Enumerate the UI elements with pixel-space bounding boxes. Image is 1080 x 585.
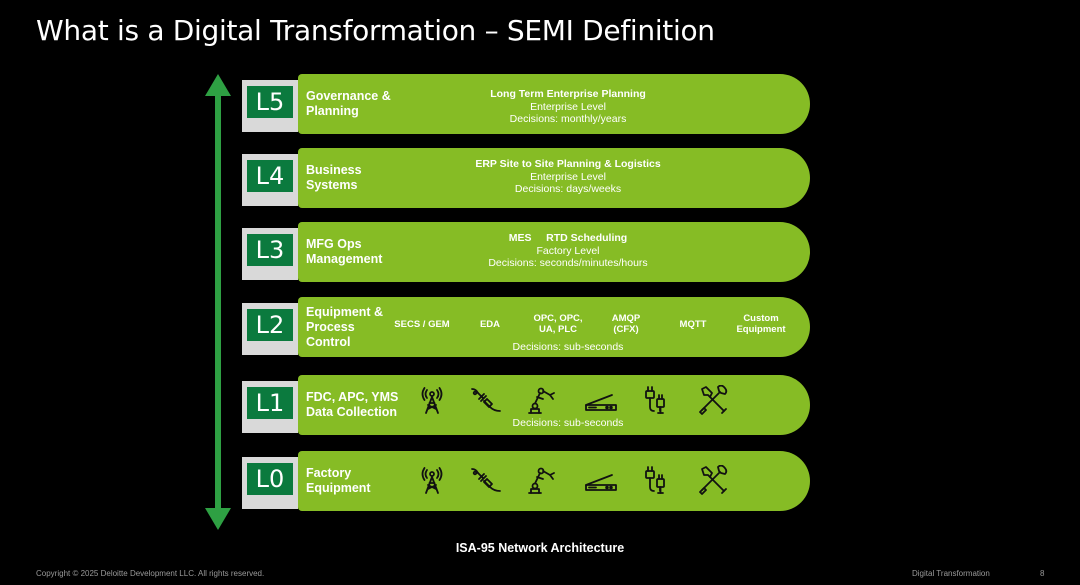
level-decisions: Decisions: seconds/minutes/hours bbox=[488, 257, 648, 269]
level-headline: ERP Site to Site Planning & Logistics bbox=[475, 158, 661, 170]
level-description: ERP Site to Site Planning & Logistics En… bbox=[398, 158, 738, 196]
level-name: FDC, APC, YMS Data Collection bbox=[306, 390, 399, 419]
level-pill-l0: Factory Equipment bbox=[298, 451, 810, 511]
level-description: Long Term Enterprise Planning Enterprise… bbox=[398, 88, 738, 126]
level-name: Business Systems bbox=[306, 163, 362, 192]
level-pill-l2: Equipment & Process Control SECS / GEM E… bbox=[298, 297, 810, 357]
robot-arm-icon bbox=[528, 467, 555, 494]
page-number: 8 bbox=[1040, 569, 1045, 578]
vertical-double-arrow bbox=[205, 74, 231, 530]
level-row-l5: L5 Governance & Planning Long Term Enter… bbox=[242, 74, 812, 136]
level-headline-mes: MES bbox=[508, 232, 532, 244]
level-row-l3: L3 MFG Ops Management MES RTD Scheduling… bbox=[242, 222, 812, 284]
protocol-list: SECS / GEM EDA OPC, OPC, UA, PLC AMQP (C… bbox=[392, 311, 792, 339]
level-badge-box: L2 bbox=[242, 303, 298, 355]
level-badge-box: L5 bbox=[242, 80, 298, 132]
level-name: Factory Equipment bbox=[306, 466, 371, 495]
tools-icon bbox=[699, 385, 728, 415]
level-decisions: Decisions: days/weeks bbox=[514, 183, 622, 195]
robot-arm-icon bbox=[528, 387, 555, 414]
level-decisions: Decisions: sub-seconds bbox=[512, 417, 624, 429]
level-row-l1: L1 FDC, APC, YMS Data Collection Decisio… bbox=[242, 375, 812, 437]
equipment-icon-row bbox=[420, 465, 740, 495]
page-title: What is a Digital Transformation – SEMI … bbox=[36, 14, 715, 47]
level-description: MES RTD Scheduling Factory Level Decisio… bbox=[398, 232, 738, 270]
level-pill-l3: MFG Ops Management MES RTD Scheduling Fa… bbox=[298, 222, 810, 282]
protocol-opc: OPC, OPC, UA, PLC bbox=[533, 313, 583, 335]
footer-copyright: Copyright © 2025 Deloitte Development LL… bbox=[36, 569, 265, 578]
footer-section: Digital Transformation bbox=[912, 569, 990, 578]
antenna-tower-icon bbox=[421, 387, 443, 414]
level-row-l0: L0 Factory Equipment bbox=[242, 451, 812, 513]
level-name: MFG Ops Management bbox=[306, 237, 383, 266]
protocol-secs-gem: SECS / GEM bbox=[394, 319, 450, 330]
protocol-custom-equipment: Custom Equipment bbox=[736, 313, 786, 335]
level-badge-l2: L2 bbox=[247, 309, 293, 341]
level-row-l2: L2 Equipment & Process Control SECS / GE… bbox=[242, 297, 812, 359]
level-decisions: Decisions: monthly/years bbox=[509, 113, 627, 125]
protocol-mqtt: MQTT bbox=[679, 319, 707, 330]
level-row-l4: L4 Business Systems ERP Site to Site Pla… bbox=[242, 148, 812, 210]
plug-connector-icon bbox=[471, 468, 501, 492]
diagram-caption: ISA-95 Network Architecture bbox=[455, 541, 625, 555]
antenna-tower-icon bbox=[421, 467, 443, 494]
level-pill-l4: Business Systems ERP Site to Site Planni… bbox=[298, 148, 810, 208]
protocol-amqp: AMQP (CFX) bbox=[611, 313, 641, 335]
level-badge-l5: L5 bbox=[247, 86, 293, 118]
tools-icon bbox=[699, 465, 728, 495]
cable-connectors-icon bbox=[645, 466, 665, 494]
network-device-icon bbox=[585, 394, 617, 411]
level-headline: Long Term Enterprise Planning bbox=[490, 88, 646, 100]
network-device-icon bbox=[585, 474, 617, 491]
plug-connector-icon bbox=[471, 388, 501, 412]
level-pill-l1: FDC, APC, YMS Data Collection Decisions:… bbox=[298, 375, 810, 435]
level-badge-l1: L1 bbox=[247, 387, 293, 419]
level-scope: Enterprise Level bbox=[530, 100, 606, 113]
level-name: Equipment & Process Control bbox=[306, 304, 384, 349]
level-headline-rtd: RTD Scheduling bbox=[546, 232, 628, 244]
level-name: Governance & Planning bbox=[306, 89, 391, 118]
level-badge-l3: L3 bbox=[247, 234, 293, 266]
level-scope: Enterprise Level bbox=[530, 170, 606, 183]
level-badge-l0: L0 bbox=[247, 463, 293, 495]
cable-connectors-icon bbox=[645, 386, 665, 414]
level-badge-box: L4 bbox=[242, 154, 298, 206]
level-badge-box: L0 bbox=[242, 457, 298, 509]
level-badge-box: L1 bbox=[242, 381, 298, 433]
protocol-eda: EDA bbox=[479, 319, 501, 330]
level-badge-box: L3 bbox=[242, 228, 298, 280]
level-badge-l4: L4 bbox=[247, 160, 293, 192]
equipment-icon-row bbox=[420, 385, 740, 415]
level-pill-l5: Governance & Planning Long Term Enterpri… bbox=[298, 74, 810, 134]
level-scope: Factory Level bbox=[536, 244, 600, 257]
level-decisions: Decisions: sub-seconds bbox=[512, 341, 624, 353]
